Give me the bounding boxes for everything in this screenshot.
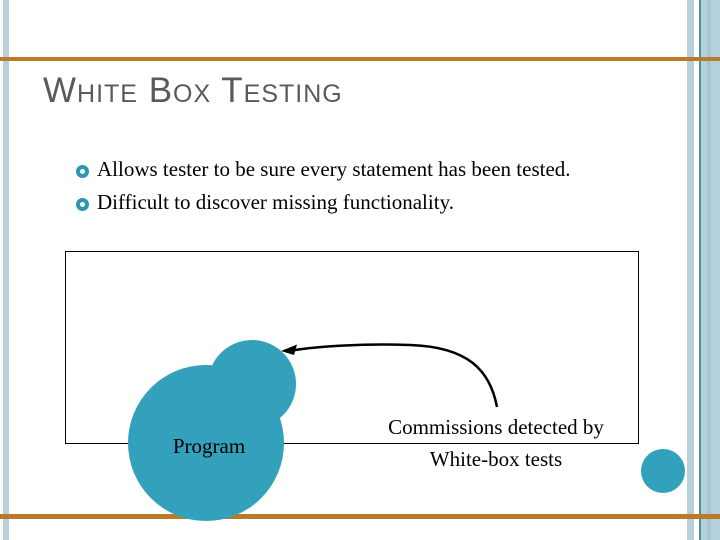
slide-title: White Box Testing [43, 71, 343, 110]
bullet-text: Difficult to discover missing functional… [97, 190, 454, 214]
bullet-text: Allows tester to be sure every statement… [97, 157, 571, 181]
bullet-item: Allows tester to be sure every statement… [76, 156, 571, 189]
diagram-frame [65, 251, 639, 444]
bullet-icon [76, 198, 89, 211]
program-label: Program [172, 434, 246, 458]
diagram-caption: Commissions detected by White-box tests [368, 411, 624, 475]
left-edge-stripe [3, 0, 9, 540]
program-circle-small [208, 340, 296, 428]
top-divider-line [0, 57, 720, 61]
caption-line-1: Commissions detected by [388, 415, 604, 439]
bullet-icon [76, 165, 89, 178]
right-edge-stripe-outer [687, 0, 694, 540]
bullet-item: Difficult to discover missing functional… [76, 189, 571, 222]
bullet-list: Allows tester to be sure every statement… [76, 156, 571, 222]
bottom-divider-line [0, 514, 720, 519]
caption-line-2: White-box tests [429, 447, 563, 471]
corner-accent-circle [641, 449, 685, 493]
right-edge-stripe-dark-line [699, 0, 701, 540]
right-edge-stripe-medium [707, 0, 711, 540]
